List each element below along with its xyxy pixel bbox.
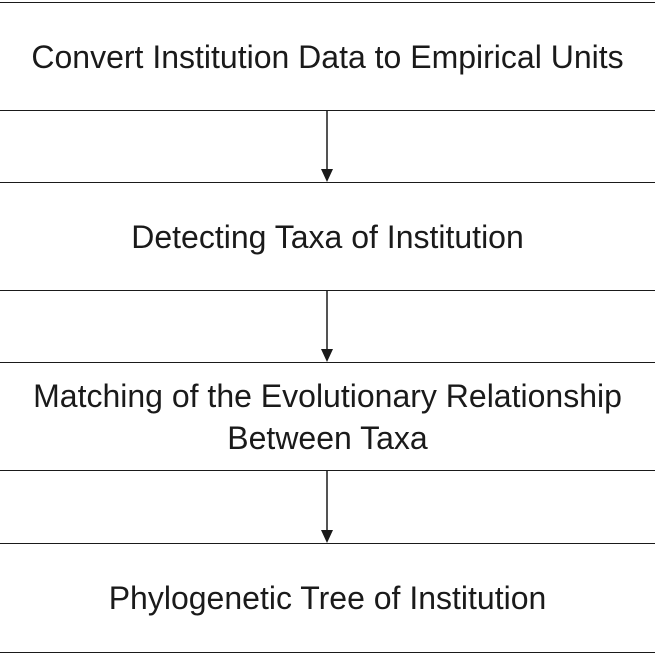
step-label: Convert Institution Data to Empirical Un… xyxy=(31,38,624,75)
arrow-3 xyxy=(321,471,333,543)
arrow-1 xyxy=(321,111,333,182)
step-label: Detecting Taxa of Institution xyxy=(131,218,524,255)
step-box-convert-data: Convert Institution Data to Empirical Un… xyxy=(0,2,655,111)
step-box-phylogenetic-tree: Phylogenetic Tree of Institution xyxy=(0,543,655,653)
step-box-detect-taxa: Detecting Taxa of Institution xyxy=(0,182,655,291)
step-label: Matching of the Evolutionary Relationshi… xyxy=(33,377,622,456)
step-label: Phylogenetic Tree of Institution xyxy=(108,580,547,616)
step-box-match-relationship: Matching of the Evolutionary Relationshi… xyxy=(0,362,655,471)
arrow-2 xyxy=(321,291,333,362)
